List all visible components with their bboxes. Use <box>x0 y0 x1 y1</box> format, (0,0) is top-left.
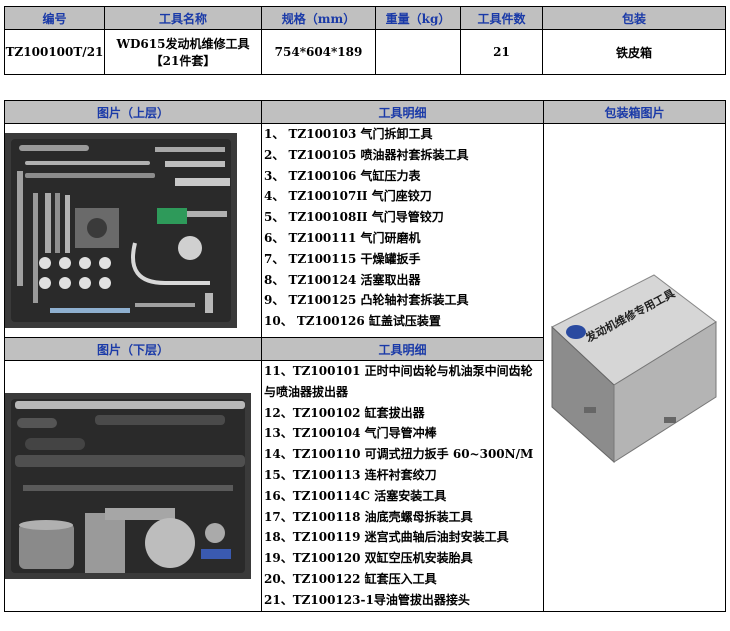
lower-tool-list: 11、TZ100101 正时中间齿轮与机油泵中间齿轮与喷油器拔出器 12、TZ1… <box>261 360 544 612</box>
header-tool-detail-upper: 工具明细 <box>261 100 544 124</box>
header-spec: 规格（mm） <box>261 6 376 30</box>
upper-tray-image <box>5 133 237 328</box>
toolbox-image: 发动机维修专用工具 <box>551 274 717 464</box>
list-item: 17、TZ100118 油底壳螺母拆装工具 <box>264 509 473 524</box>
weight-cell <box>375 29 461 75</box>
list-item: 7、 TZ100115 干燥罐扳手 <box>264 251 421 266</box>
list-item: 2、 TZ100105 喷油器衬套拆装工具 <box>264 147 469 162</box>
header-weight: 重量（kg） <box>375 6 461 30</box>
lower-image-cell <box>4 360 262 612</box>
list-item: 1、 TZ100103 气门拆卸工具 <box>264 127 433 141</box>
list-item: 19、TZ100120 双缸空压机安装胎具 <box>264 551 473 566</box>
list-item: 3、 TZ100106 气缸压力表 <box>264 168 421 183</box>
detail-table: 图片（上层） 工具明细 包装箱图片 <box>4 100 726 612</box>
list-item: 6、 TZ100111 气门研磨机 <box>264 230 421 245</box>
tool-name-line1: WD615发动机维修工具 <box>116 37 250 51</box>
header-tool-name: 工具名称 <box>104 6 262 30</box>
list-item: 21、TZ100123-1导油管拔出器接头 <box>264 592 470 607</box>
list-item: 5、 TZ100108II 气门导管铰刀 <box>264 210 444 225</box>
header-upper-image: 图片（上层） <box>4 100 262 124</box>
summary-table: 编号 工具名称 规格（mm） 重量（kg） 工具件数 包装 TZ100100T/… <box>4 6 726 75</box>
list-item: 13、TZ100104 气门导管冲棒 <box>264 426 437 441</box>
box-image-cell: 发动机维修专用工具 <box>543 123 726 612</box>
header-box-image: 包装箱图片 <box>543 100 726 124</box>
list-item: 12、TZ100102 缸套拔出器 <box>264 405 425 420</box>
list-item: 10、 TZ100126 缸盖试压装置 <box>264 314 441 329</box>
tool-name-cell: WD615发动机维修工具 【21件套】 <box>104 29 262 75</box>
list-item: 20、TZ100122 缸套压入工具 <box>264 571 437 586</box>
lower-tray-image <box>5 392 251 579</box>
header-count: 工具件数 <box>460 6 543 30</box>
upper-image-cell <box>4 123 262 338</box>
count-cell: 21 <box>460 29 543 75</box>
list-item: 15、TZ100113 连杆衬套绞刀 <box>264 467 437 482</box>
header-lower-image: 图片（下层） <box>4 337 262 361</box>
header-packaging: 包装 <box>542 6 726 30</box>
header-tool-detail-lower: 工具明细 <box>261 337 544 361</box>
spec-cell: 754*604*189 <box>261 29 376 75</box>
list-item: 4、 TZ100107II 气门座铰刀 <box>264 189 432 204</box>
list-item: 14、TZ100110 可调式扭力扳手 60~300N/M <box>264 447 534 462</box>
upper-tool-list: 1、 TZ100103 气门拆卸工具 2、 TZ100105 喷油器衬套拆装工具… <box>261 123 544 338</box>
code-cell: TZ100100T/21 <box>4 29 105 75</box>
list-item: 16、TZ100114C 活塞安装工具 <box>264 488 447 503</box>
list-item: 8、 TZ100124 活塞取出器 <box>264 272 421 287</box>
packaging-cell: 铁皮箱 <box>542 29 726 75</box>
list-item: 11、TZ100101 正时中间齿轮与机油泵中间齿轮与喷油器拔出器 <box>264 364 533 399</box>
list-item: 18、TZ100119 迷宫式曲轴后油封安装工具 <box>264 530 509 545</box>
header-code: 编号 <box>4 6 105 30</box>
list-item: 9、 TZ100125 凸轮轴衬套拆装工具 <box>264 293 469 308</box>
tool-name-line2: 【21件套】 <box>150 54 216 68</box>
